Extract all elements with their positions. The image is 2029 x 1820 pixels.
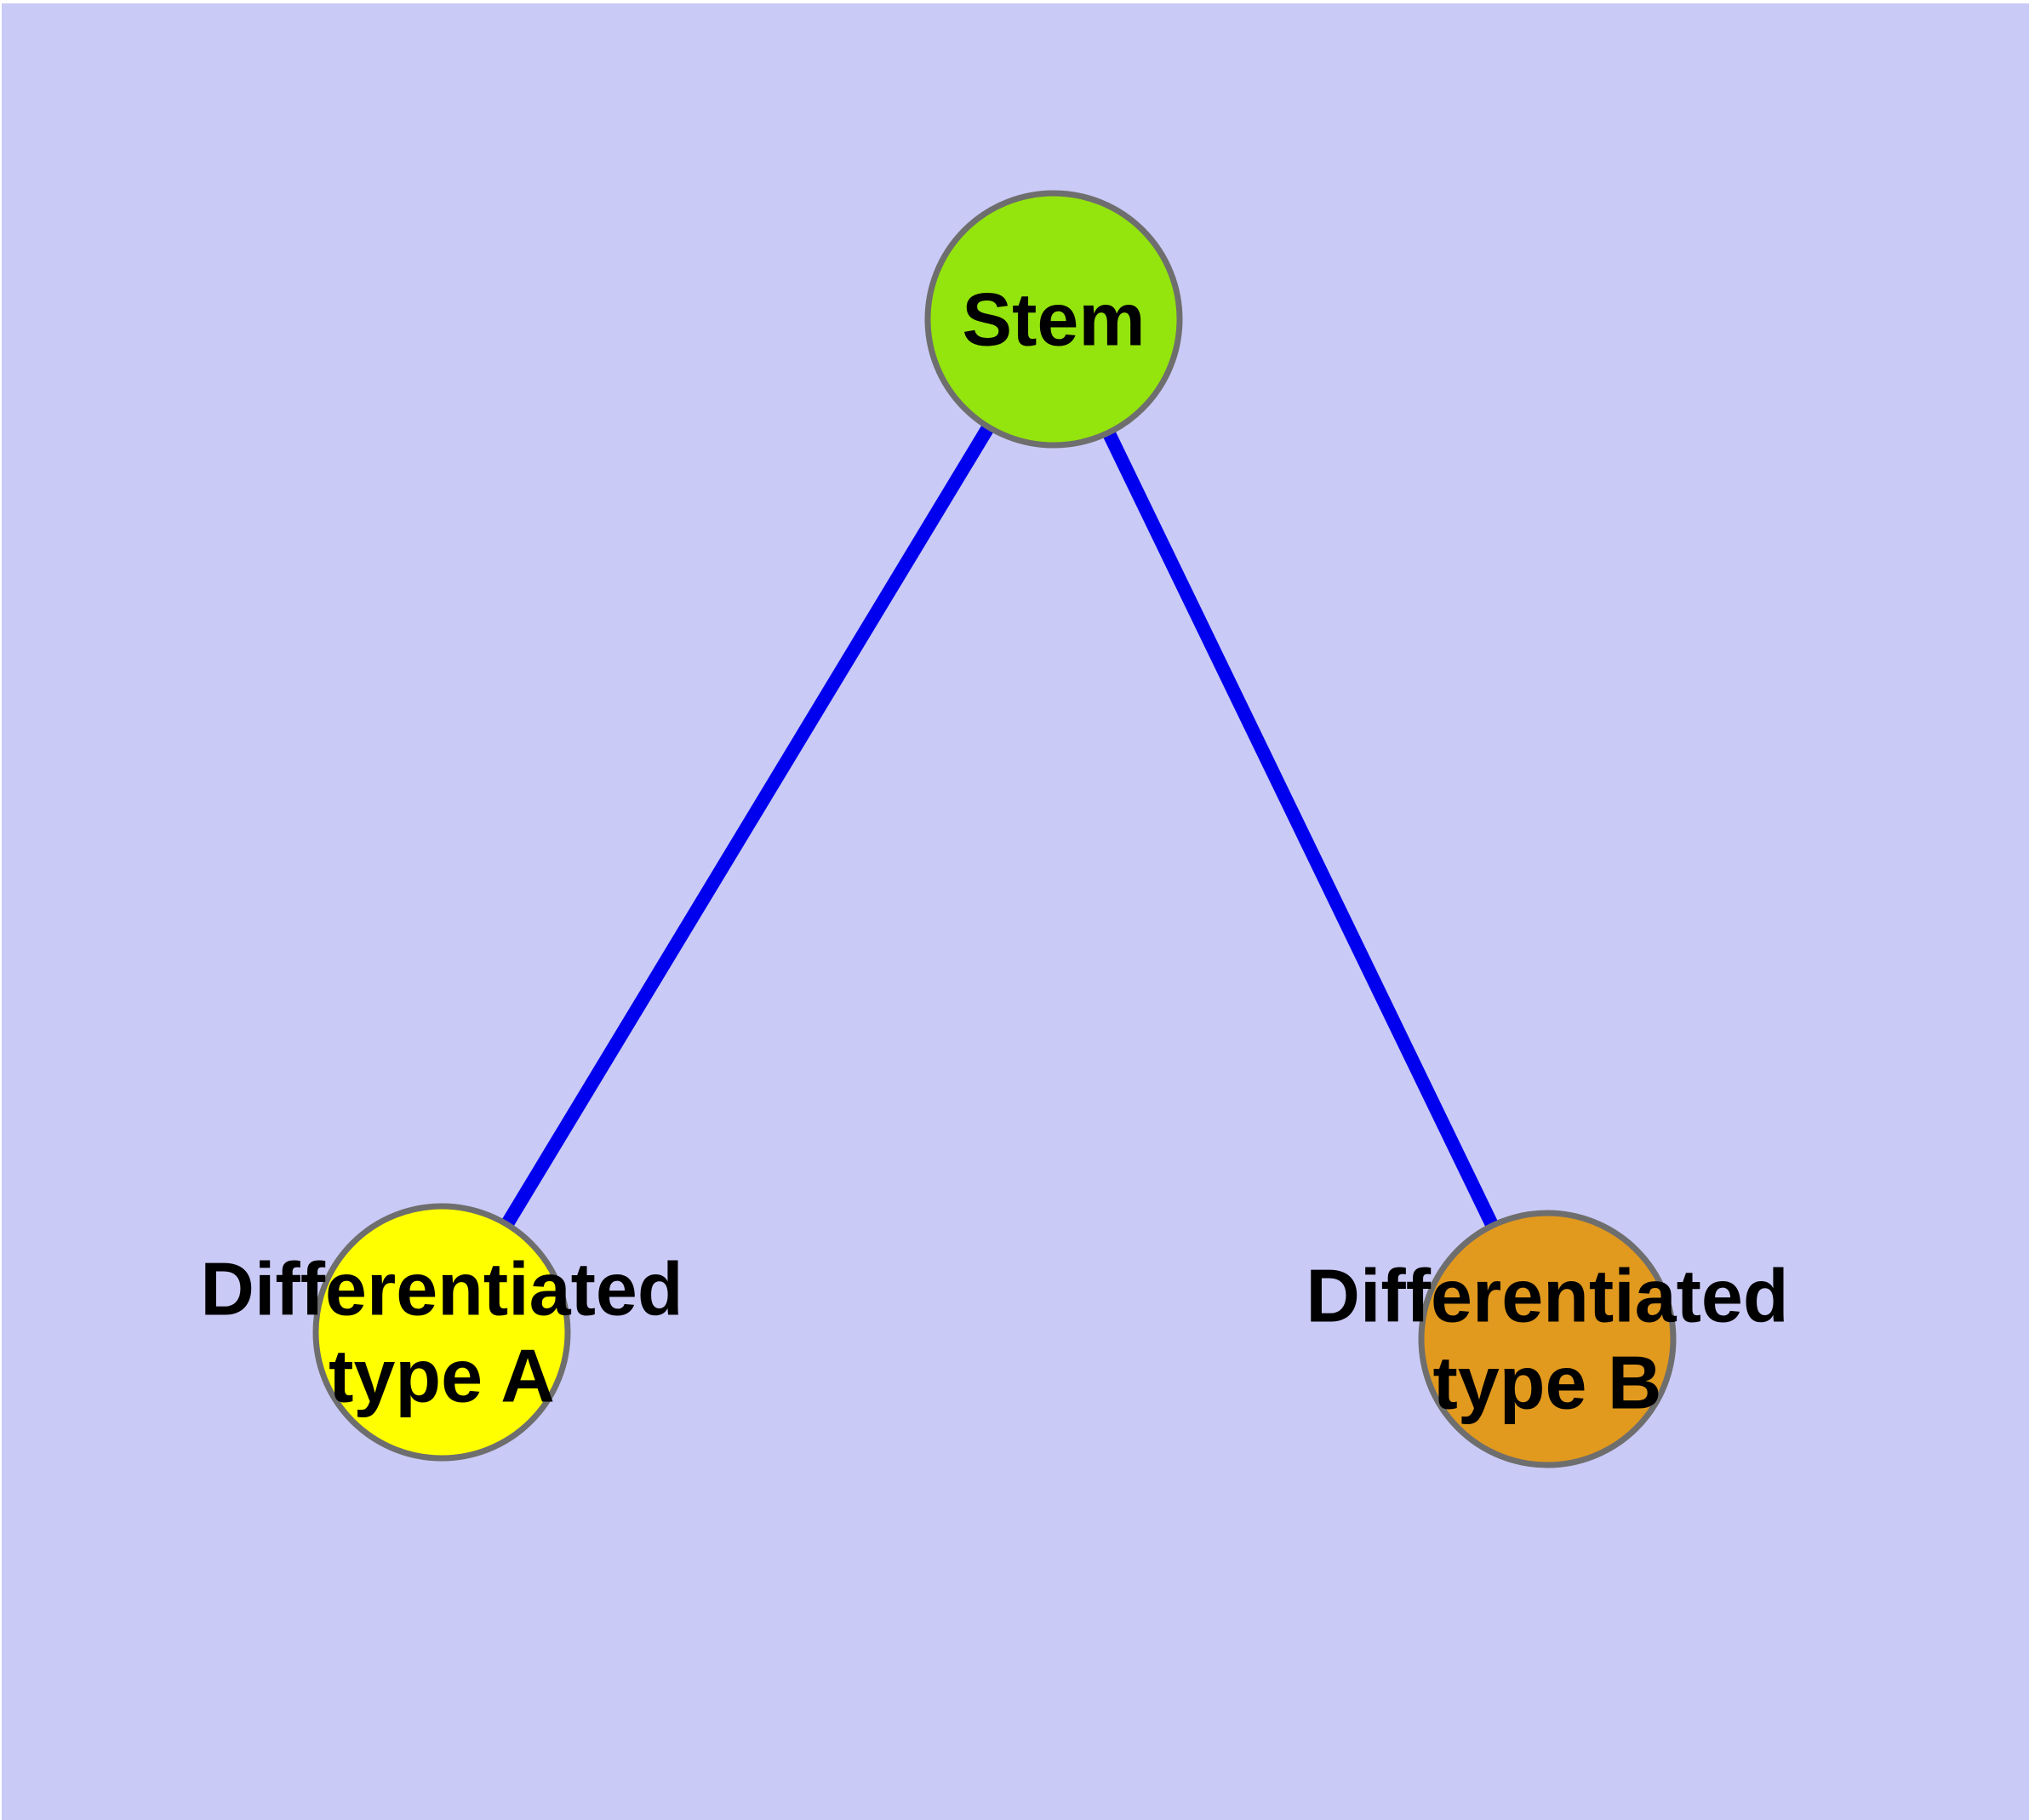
edge-stem-to-diff-b xyxy=(1047,316,1554,1342)
edge-stem-to-diff-a xyxy=(436,315,1060,1336)
node-diff-a-circle xyxy=(312,1203,571,1462)
node-diff-b-circle xyxy=(1418,1210,1677,1468)
node-stem-label: Stem xyxy=(962,278,1145,362)
node-stem-circle xyxy=(924,190,1183,449)
